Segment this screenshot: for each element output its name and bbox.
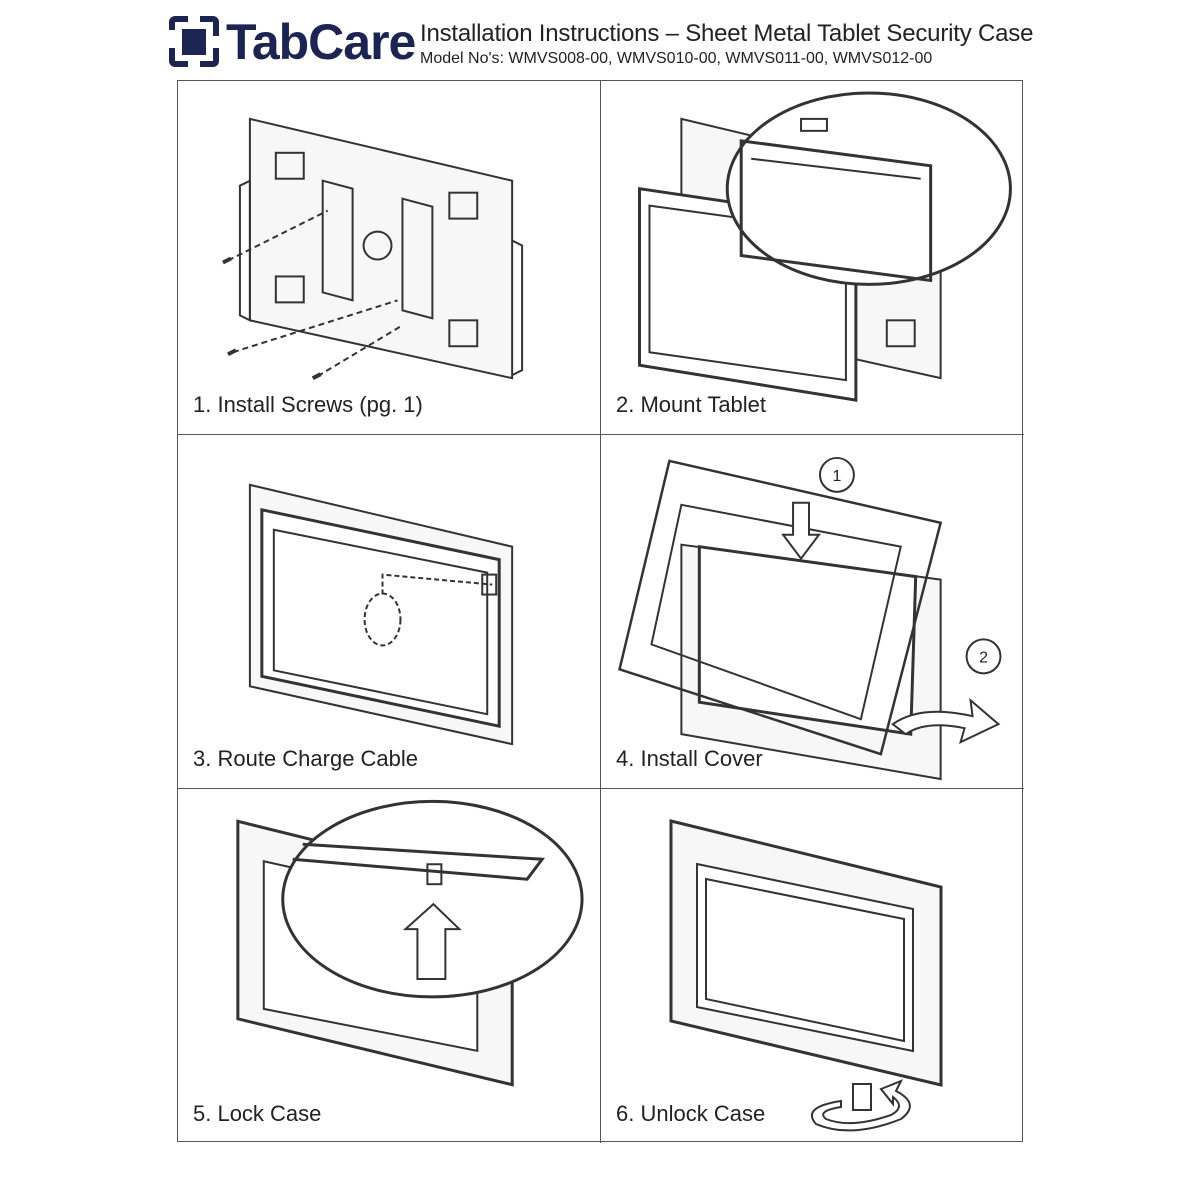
install-cover-illustration: 1 2 (618, 456, 1002, 781)
tabcare-logo-icon (169, 16, 219, 67)
step-6-caption: 6. Unlock Case (616, 1101, 766, 1126)
install-screws-illustration (222, 117, 524, 380)
step-4-panel: 1 2 4. Install Cover (601, 435, 1024, 789)
mount-tablet-illustration (637, 91, 1012, 402)
step-1-caption: 1. Install Screws (pg. 1) (193, 392, 423, 417)
lock-case-illustration (236, 799, 584, 1087)
step-5-panel: 5. Lock Case (178, 789, 601, 1143)
step-2-caption: 2. Mount Tablet (616, 392, 767, 417)
model-numbers: Model No's: WMVS008-00, WMVS010-00, WMVS… (420, 50, 933, 67)
step-3-caption: 3. Route Charge Cable (193, 746, 419, 771)
instruction-grid: 1. Install Screws (pg. 1) 2. Mount Table… (177, 80, 1024, 1143)
callout-2: 2 (979, 649, 988, 666)
unlock-case-illustration (669, 819, 943, 1132)
step-4-caption: 4. Install Cover (616, 746, 763, 771)
tabcare-logo: TabCare (168, 14, 416, 70)
step-3-panel: 3. Route Charge Cable (178, 435, 601, 789)
callout-1: 1 (832, 468, 841, 485)
step-1-panel: 1. Install Screws (pg. 1) (178, 81, 601, 435)
page-title: Installation Instructions – Sheet Metal … (420, 20, 1034, 47)
step-5-caption: 5. Lock Case (193, 1101, 322, 1126)
step-2-panel: 2. Mount Tablet (601, 81, 1024, 435)
route-charge-cable-illustration (248, 483, 514, 746)
step-6-panel: 6. Unlock Case (601, 789, 1024, 1143)
brand-name: TabCare (226, 14, 416, 70)
